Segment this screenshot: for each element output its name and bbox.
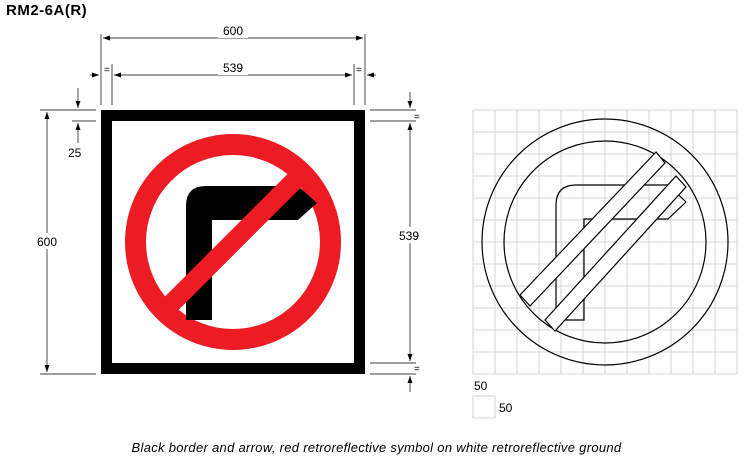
dim-inner-height: 539 (399, 229, 419, 243)
dim-equal-right-top: = (414, 112, 420, 123)
sign-code-title: RM2-6A(R) (6, 2, 88, 19)
dim-border: 25 (68, 146, 82, 160)
sign-face (101, 110, 365, 374)
grid-key-cell (472, 395, 496, 419)
dim-equal-top-left: = (104, 65, 110, 76)
sign-outline-layout (481, 118, 729, 366)
grid-key-cell-height: 50 (499, 401, 513, 415)
right-turn-arrow (186, 186, 317, 320)
dim-inner-width: 539 (223, 61, 243, 75)
dim-equal-top-right: = (356, 65, 362, 76)
dim-equal-right-bottom: = (414, 364, 420, 375)
dim-overall-width: 600 (223, 24, 243, 38)
outline-inner-circle (503, 140, 707, 344)
outline-outer-circle (481, 118, 729, 366)
dimension-labels: 600 539 = = 25 600 539 = = (32, 24, 426, 375)
outline-slash-lower (544, 175, 687, 332)
sign-caption: Black border and arrow, red retroreflect… (131, 440, 622, 455)
grid-key-cell-width: 50 (474, 379, 488, 393)
prohibition-slash (154, 163, 312, 321)
outline-slash-upper (519, 151, 666, 307)
dim-overall-height: 600 (37, 235, 57, 249)
layout-grid (472, 109, 738, 375)
